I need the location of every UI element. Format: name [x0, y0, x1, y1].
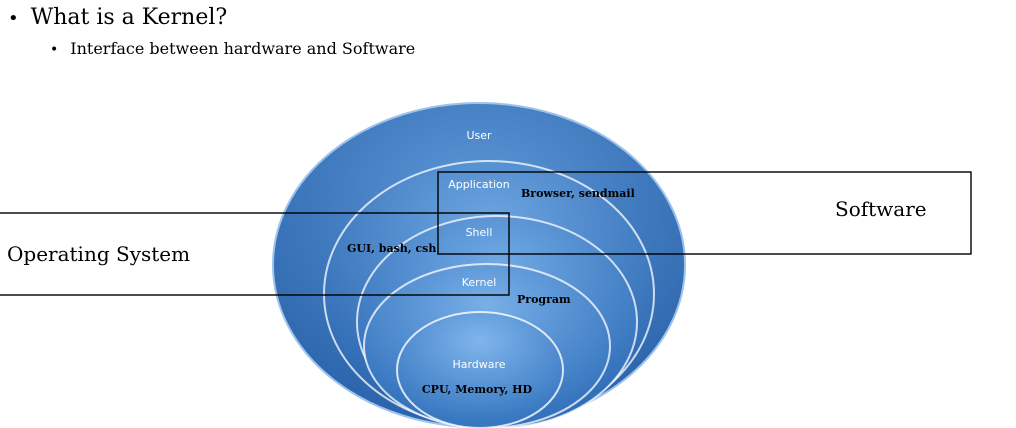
layer-kernel-label: Kernel [462, 276, 497, 289]
layer-user-label: User [466, 129, 492, 142]
bullet-icon: • [50, 42, 59, 58]
slide-subpoint: Interface between hardware and Software [70, 39, 416, 58]
shell-annotation: GUI, bash, csh [347, 242, 436, 255]
layer-hardware-label: Hardware [452, 358, 505, 371]
software-box-label: Software [835, 197, 927, 221]
operating-system-box [0, 212, 510, 296]
heading-bullet: • What is a Kernel? [8, 5, 227, 30]
layer-hardware-ellipse [396, 311, 564, 428]
application-annotation: Browser, sendmail [521, 187, 635, 200]
bullet-icon: • [8, 8, 19, 29]
kernel-annotation: Program [517, 293, 571, 306]
hardware-annotation: CPU, Memory, HD [422, 383, 533, 396]
layer-application-label: Application [448, 178, 509, 191]
subpoint-bullet: • Interface between hardware and Softwar… [50, 39, 415, 58]
layer-shell-label: Shell [466, 226, 493, 239]
slide-heading: What is a Kernel? [30, 5, 228, 30]
operating-system-box-label: Operating System [7, 242, 190, 266]
